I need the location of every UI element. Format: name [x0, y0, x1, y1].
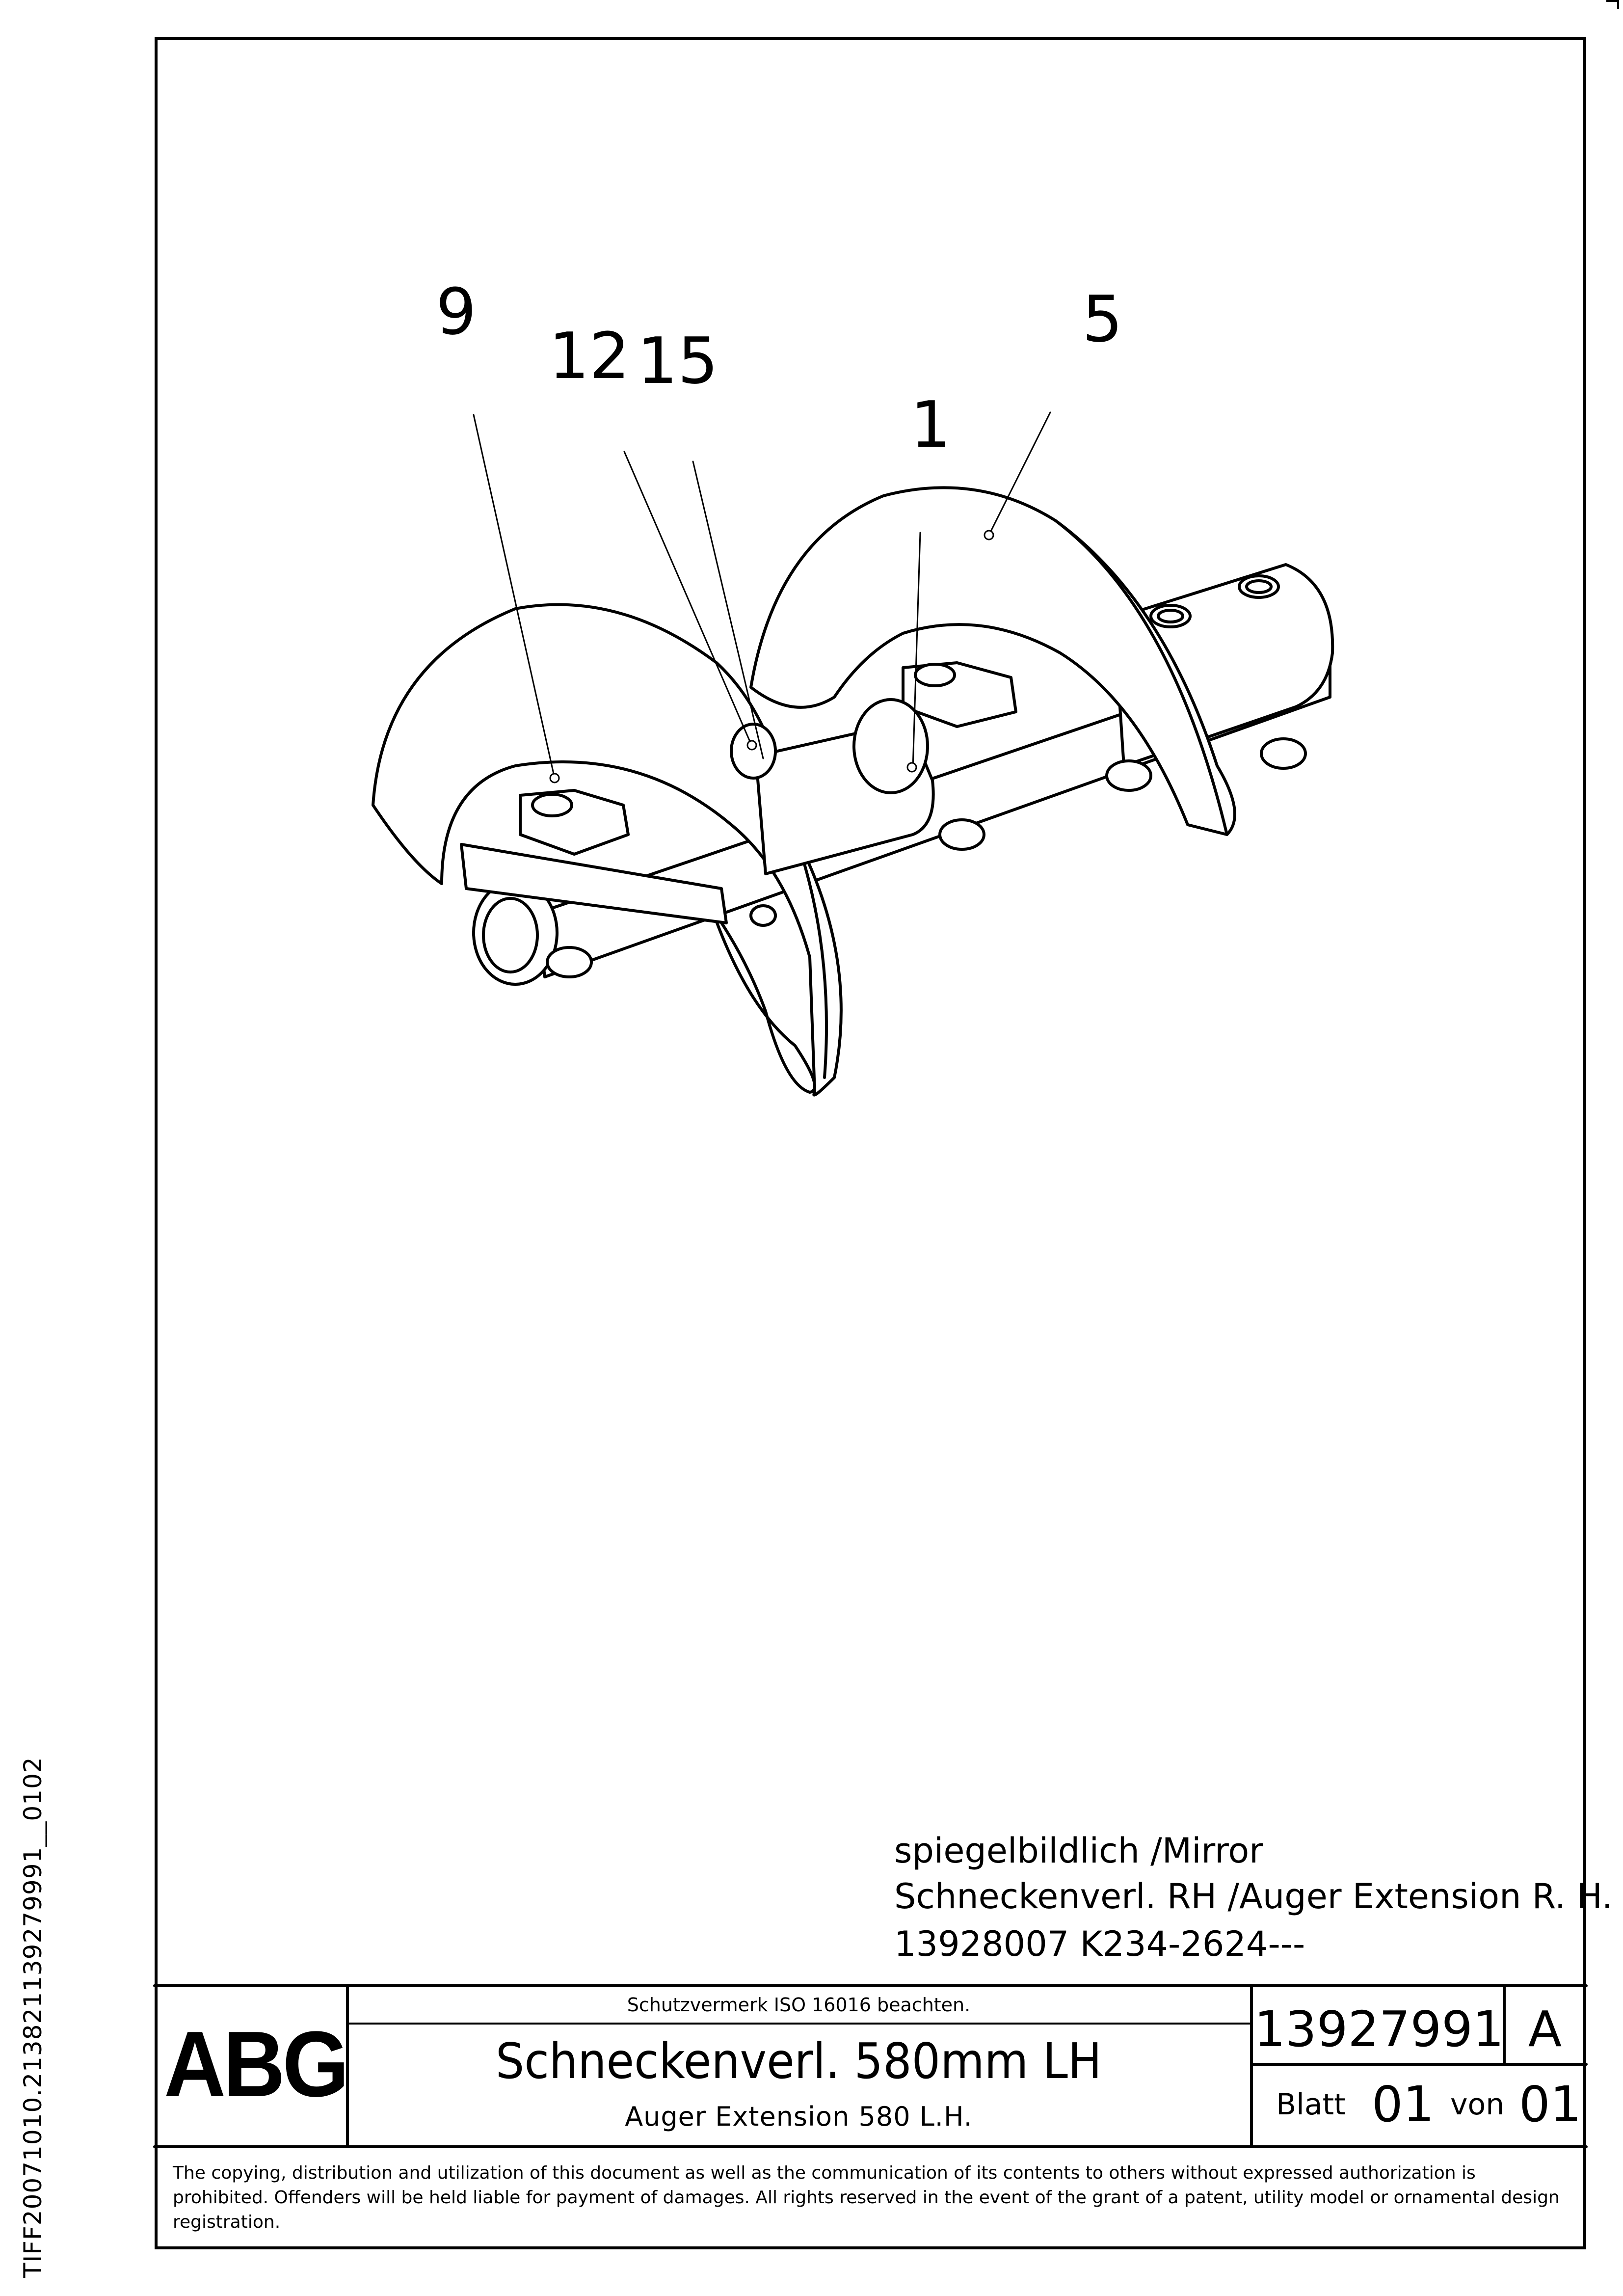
of-label: von [1450, 2087, 1505, 2122]
sheet-label: Blatt [1276, 2087, 1346, 2122]
callout-15: 15 [637, 324, 718, 398]
of-value: 01 [1519, 2076, 1582, 2133]
nut [1105, 759, 1152, 792]
nut [938, 818, 985, 851]
callout-12: 12 [549, 319, 630, 393]
leader-1 [912, 532, 921, 769]
mirror-note-line3: 13928007 K234-2624--- [894, 1924, 1305, 1964]
shaft-end-face [482, 897, 539, 973]
drawing-frame [155, 37, 1586, 2249]
coupling-nut [730, 723, 777, 780]
leader-dot [984, 530, 994, 540]
nut [749, 904, 777, 927]
title-english: Auger Extension 580 L.H. [625, 2101, 973, 2132]
leader-15 [692, 460, 764, 759]
sheet-value: 01 [1372, 2076, 1435, 2133]
title-german: Schneckenverl. 580mm LH [495, 2032, 1102, 2090]
right-clamp-bolt [914, 663, 956, 687]
left-flight-inner [710, 907, 816, 1094]
leader-12 [623, 451, 752, 745]
leader-dot [906, 762, 917, 773]
right-clamp-ring [852, 698, 929, 794]
protection-note: Schutzvermerk ISO 16016 beachten. [627, 1994, 971, 2016]
leader-9 [473, 414, 556, 779]
callout-9: 9 [436, 274, 477, 349]
callout-5: 5 [1082, 282, 1123, 356]
revision: A [1528, 2000, 1562, 2058]
leader-dot [549, 773, 560, 783]
document-number: 13927991 [1254, 2000, 1504, 2058]
callout-1: 1 [910, 387, 951, 462]
leader-dot [746, 740, 757, 751]
leader-5 [988, 411, 1051, 536]
nut [546, 946, 593, 978]
mirror-note-line1: spiegelbildlich /Mirror [894, 1831, 1263, 1871]
left-flight-edge [794, 833, 828, 1079]
nut [1260, 737, 1307, 770]
bolt-hole [1245, 579, 1273, 594]
bolt-hole [1157, 609, 1184, 623]
left-flight [372, 603, 843, 1097]
right-flight [749, 486, 1236, 836]
corner-mark [1606, 0, 1619, 9]
copyright-notice: The copying, distribution and utilizatio… [173, 2163, 1560, 2232]
left-clamp-bolt [531, 793, 573, 817]
right-flight-edge [1054, 519, 1228, 836]
abg-logo: ABG [164, 2012, 349, 2116]
mirror-note-line2: Schneckenverl. RH /Auger Extension R. H. [894, 1876, 1613, 1917]
left-clamp [460, 843, 728, 924]
